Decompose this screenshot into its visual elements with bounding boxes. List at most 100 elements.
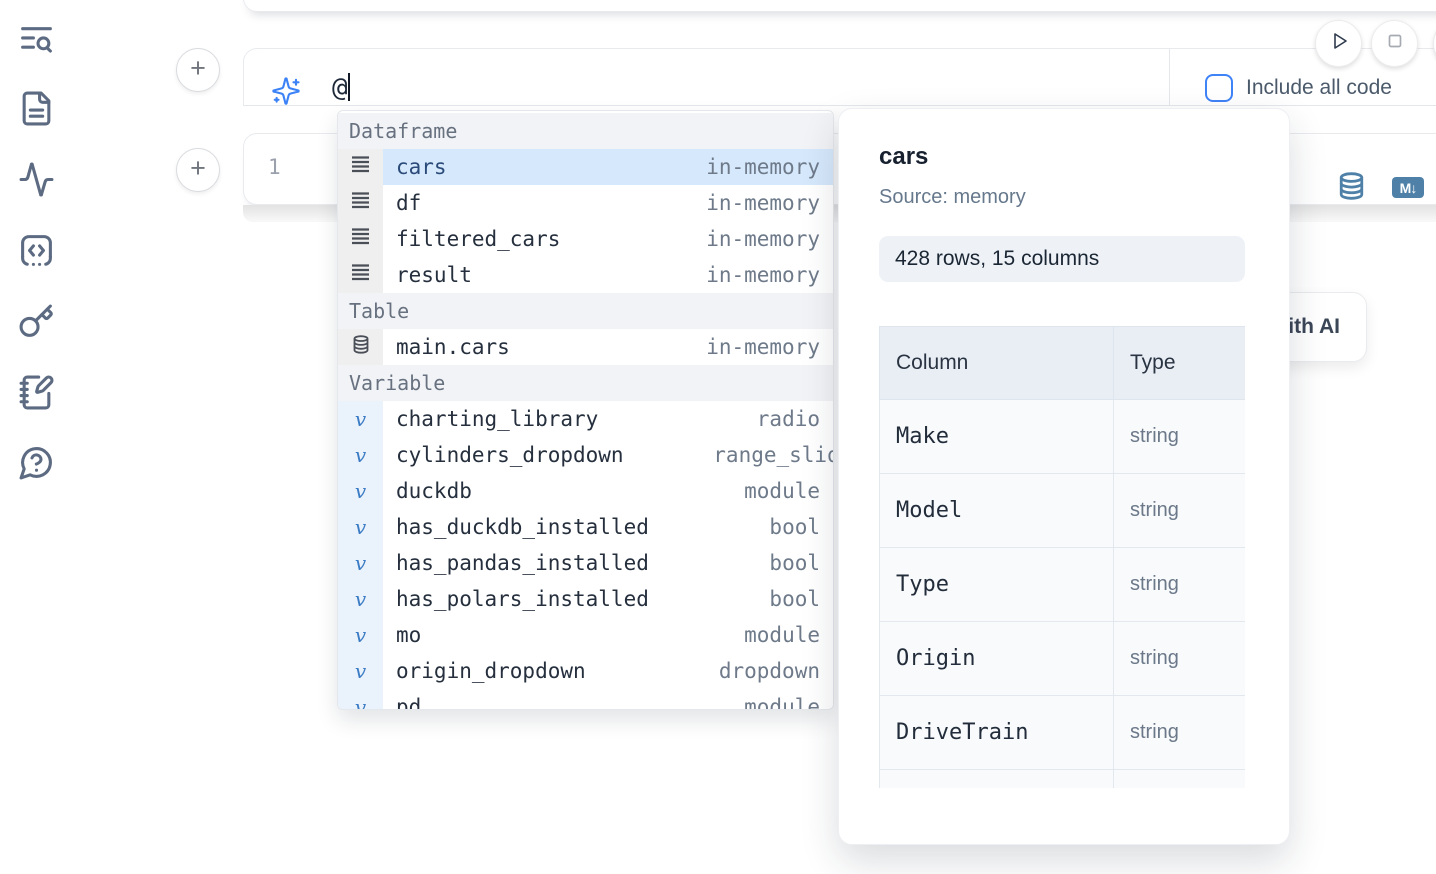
dataframe-icon	[350, 191, 371, 215]
column-type-cell: string	[1113, 473, 1245, 548]
column-type-cell: string	[1113, 399, 1245, 474]
include-all-code-checkbox[interactable]	[1205, 74, 1233, 102]
item-name: pd	[396, 695, 422, 710]
variable-icon: v	[354, 443, 367, 467]
variable-icon: v	[354, 587, 367, 611]
autocomplete-item-charting_library[interactable]: v charting_library radio	[338, 401, 833, 437]
add-cell-button-bottom[interactable]: +	[176, 148, 220, 192]
square-icon	[1383, 29, 1407, 58]
item-name: result	[396, 263, 472, 287]
item-name: mo	[396, 623, 422, 647]
sparkles-icon	[271, 76, 301, 106]
item-name: df	[396, 191, 422, 215]
prompt-divider	[1169, 49, 1170, 106]
item-type: bool	[769, 551, 820, 575]
autocomplete-section-header: Variable	[338, 365, 833, 401]
autocomplete-item-main.cars[interactable]: main.cars in-memory	[338, 329, 833, 365]
item-type: bool	[769, 587, 820, 611]
column-name-cell: Make	[879, 399, 1114, 474]
ai-prompt-input[interactable]: @	[332, 73, 350, 103]
variable-icon: v	[354, 551, 367, 575]
item-name: has_polars_installed	[396, 587, 649, 611]
line-number: 1	[268, 155, 281, 179]
preview-shape-badge: 428 rows, 15 columns	[879, 236, 1245, 282]
item-type: in-memory	[706, 227, 820, 251]
column-type-cell	[1113, 769, 1245, 788]
play-icon	[1327, 29, 1351, 58]
dataframe-icon	[350, 263, 371, 287]
activity-icon[interactable]	[18, 161, 55, 198]
autocomplete-item-has_pandas_installed[interactable]: v has_pandas_installed bool	[338, 545, 833, 581]
variable-icon: v	[354, 659, 367, 683]
autocomplete-section-header: Dataframe	[338, 113, 833, 149]
run-button[interactable]	[1315, 20, 1362, 67]
item-type: module	[744, 623, 820, 647]
notebook-pen-icon[interactable]	[18, 374, 55, 411]
variable-icon: v	[354, 623, 367, 647]
autocomplete-item-df[interactable]: df in-memory	[338, 185, 833, 221]
stop-button[interactable]	[1371, 20, 1418, 67]
autocomplete-item-result[interactable]: result in-memory	[338, 257, 833, 293]
database-icon	[352, 335, 370, 359]
item-name: duckdb	[396, 479, 472, 503]
preview-source: Source: memory	[879, 186, 1026, 208]
column-name-cell: Origin	[879, 621, 1114, 696]
variable-icon: v	[354, 407, 367, 431]
item-type: dropdown	[718, 659, 820, 683]
autocomplete-item-has_polars_installed[interactable]: v has_polars_installed bool	[338, 581, 833, 617]
dataframe-icon	[350, 155, 371, 179]
item-name: main.cars	[396, 335, 510, 359]
help-chat-icon[interactable]	[18, 444, 55, 481]
markdown-icon[interactable]: M↓	[1392, 177, 1424, 198]
file-text-icon[interactable]	[18, 90, 55, 127]
add-cell-button-top[interactable]: +	[176, 48, 220, 92]
key-icon[interactable]	[18, 303, 55, 340]
autocomplete-item-mo[interactable]: v mo module	[338, 617, 833, 653]
column-name-cell: DriveTrain	[879, 695, 1114, 770]
autocomplete-item-duckdb[interactable]: v duckdb module	[338, 473, 833, 509]
variable-icon: v	[354, 515, 367, 539]
item-type: in-memory	[706, 335, 820, 359]
item-name: cars	[396, 155, 447, 179]
item-type: radio	[756, 407, 820, 431]
item-type: range_slider	[713, 443, 833, 467]
item-type: in-memory	[706, 263, 820, 287]
list-search-icon[interactable]	[18, 21, 55, 58]
column-type-cell: string	[1113, 695, 1245, 770]
column-header: Type	[1113, 326, 1245, 400]
code-snippet-icon[interactable]	[18, 232, 55, 269]
column-name-cell: Model	[879, 473, 1114, 548]
autocomplete-section-header: Table	[338, 293, 833, 329]
item-name: has_pandas_installed	[396, 551, 649, 575]
preview-title: cars	[879, 143, 929, 170]
autocomplete-item-filtered_cars[interactable]: filtered_cars in-memory	[338, 221, 833, 257]
dataframe-icon	[350, 227, 371, 251]
activity-sidebar	[0, 0, 72, 874]
variable-icon: v	[354, 479, 367, 503]
item-type: module	[744, 695, 820, 710]
column-name-cell: Type	[879, 547, 1114, 622]
item-type: in-memory	[706, 191, 820, 215]
previous-cell-edge	[243, 0, 1436, 12]
database-icon[interactable]	[1337, 171, 1366, 206]
column-name-cell	[879, 769, 1114, 788]
item-name: filtered_cars	[396, 227, 561, 251]
column-type-cell: string	[1113, 621, 1245, 696]
item-name: has_duckdb_installed	[396, 515, 649, 539]
table-row	[879, 769, 1245, 788]
item-type: module	[744, 479, 820, 503]
column-header: Column	[879, 326, 1114, 400]
item-name: charting_library	[396, 407, 599, 431]
